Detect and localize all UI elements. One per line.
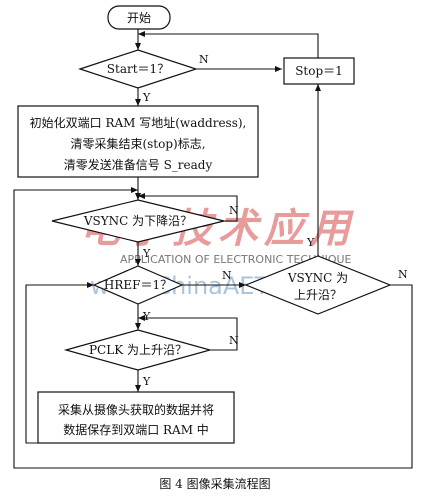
node-vsync-rise xyxy=(244,255,392,315)
label-pclk: PCLK 为上升沿？ xyxy=(89,343,187,357)
node-vsync-fall xyxy=(51,199,225,243)
label-start-check: Start＝1？ xyxy=(107,62,169,76)
node-init xyxy=(17,105,259,178)
node-start xyxy=(107,5,171,30)
label-href: HREF＝1？ xyxy=(104,278,172,292)
watermark-tagline: APPLICATION OF ELECTRONIC TECHNIQUE xyxy=(120,253,352,266)
label-vsync-rise-1: VSYNC 为 xyxy=(287,271,348,285)
edges xyxy=(13,29,413,469)
label-href-yes: Y xyxy=(142,310,151,323)
label-vsync-rise-no: N xyxy=(398,268,408,281)
label-vsync-fall-yes: Y xyxy=(142,247,151,260)
label-init-line2: 清零采集结束(stop)标志, xyxy=(70,136,205,151)
node-labels: 开始 Start＝1？ Stop＝1 初始化双端口 RAM 写地址(waddre… xyxy=(30,11,349,437)
node-capture xyxy=(37,391,235,444)
edge-vsync-fall-no xyxy=(138,193,238,222)
edge-stop-return xyxy=(138,31,319,58)
label-start: 开始 xyxy=(127,11,151,25)
edge-capture-return xyxy=(25,282,94,444)
edge-pclk-no xyxy=(138,315,238,351)
label-capture-line2: 数据保存到双端口 RAM 中 xyxy=(63,422,209,437)
node-href xyxy=(92,265,184,305)
label-vsync-fall-no: N xyxy=(229,204,239,217)
label-start-yes: Y xyxy=(142,91,151,104)
node-stop xyxy=(283,57,355,85)
label-init-line1: 初始化双端口 RAM 写地址(waddress), xyxy=(30,116,247,130)
label-pclk-no: N xyxy=(229,334,239,347)
label-start-no: N xyxy=(199,53,209,66)
label-capture-line1: 采集从摄像头获取的数据并将 xyxy=(58,402,214,417)
edge-vsync-rise-no xyxy=(13,187,413,469)
node-start-check xyxy=(78,49,198,89)
shapes xyxy=(17,5,392,444)
label-vsync-rise-yes: Y xyxy=(306,236,315,249)
figure-caption: 图 4 图像采集流程图 xyxy=(159,476,270,491)
label-href-no: N xyxy=(222,269,232,282)
label-init-line3: 清零发送准备信号 S_ready xyxy=(64,157,213,172)
node-pclk xyxy=(63,329,213,371)
label-vsync-fall: VSYNC 为下降沿？ xyxy=(83,214,192,228)
label-pclk-yes: Y xyxy=(142,375,151,388)
label-stop: Stop＝1 xyxy=(295,64,343,78)
edge-labels: N Y N Y N Y Y N N Y xyxy=(142,53,408,388)
label-vsync-rise-2: 上升沿？ xyxy=(294,288,342,302)
